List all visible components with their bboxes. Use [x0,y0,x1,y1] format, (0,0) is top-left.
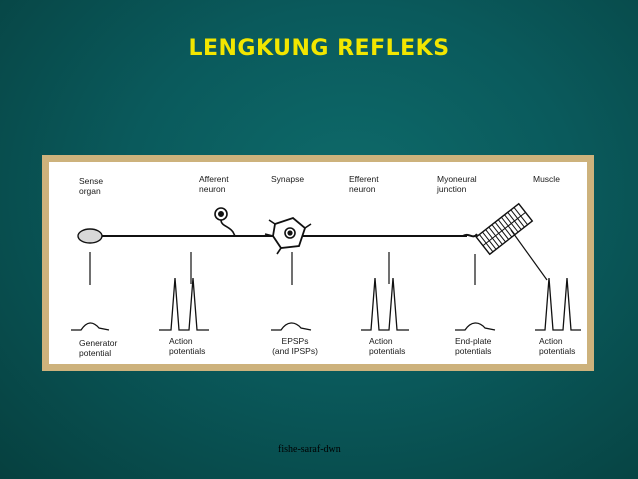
synapse-dendrite-3 [276,247,282,255]
waveform-generator-potential [71,322,110,331]
afferent-neuron-nucleus [218,210,225,217]
slide-title: LENGKUNG REFLEKS [188,36,450,61]
myoneural-junction-ending [462,233,478,238]
label-efferent-neuron: Efferent neuron [349,174,379,194]
label-action-potentials-1: Action potentials [169,336,206,356]
label-muscle: Muscle [533,174,560,184]
synapse-dendrite-1 [268,219,276,225]
synapse-neuron-nucleolus [287,230,293,236]
label-synapse: Synapse [271,174,305,184]
slide-footer: fishe-saraf-dwn [278,444,341,455]
probe-6 [510,229,548,281]
label-afferent-neuron: Afferent neuron [199,174,229,194]
afferent-neuron-process [220,219,236,237]
label-epsps: EPSPs (and IPSPs) [272,336,318,356]
reflex-arc-diagram: Sense organ Afferent neuron Synapse Effe… [49,162,587,364]
sense-organ-shape [77,228,103,244]
reflex-arc-drawing [71,202,581,331]
waveform-end-plate-potentials [455,322,496,331]
waveform-action-potentials-2 [361,277,409,331]
label-action-potentials-3: Action potentials [539,336,576,356]
synapse-dendrite-4 [304,223,312,229]
waveform-action-potentials-1 [159,277,209,331]
muscle-fiber [475,202,534,256]
diagram-frame: Sense organ Afferent neuron Synapse Effe… [42,155,594,371]
waveform-action-potentials-3 [535,277,581,331]
label-generator-potential: Generator potential [79,338,118,358]
label-action-potentials-2: Action potentials [369,336,406,356]
label-end-plate-potentials: End-plate potentials [455,336,492,356]
label-myoneural-junction: Myoneural junction [437,174,477,194]
waveform-epsps [271,322,312,331]
synapse-dendrite-2 [264,233,274,237]
label-sense-organ: Sense organ [79,176,104,196]
